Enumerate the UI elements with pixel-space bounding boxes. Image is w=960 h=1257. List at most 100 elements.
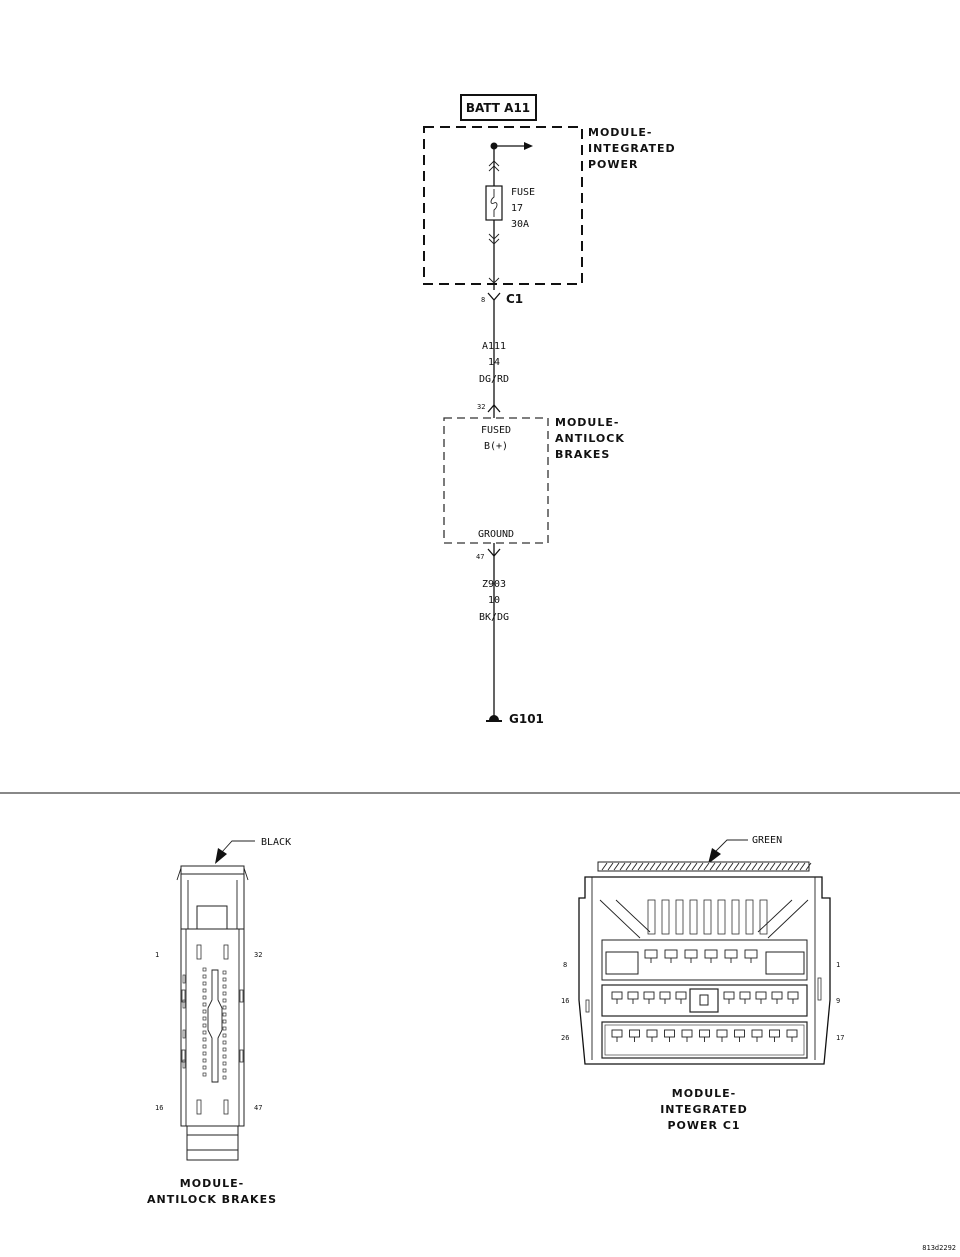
abs-connector-latch-ears xyxy=(176,867,249,881)
ipm-terminal-cavity xyxy=(716,1029,728,1038)
ipm-rib xyxy=(731,899,740,935)
ipm-row-2-center-key-slot xyxy=(699,994,709,1006)
ipm-connector-leader-arrow xyxy=(708,848,721,864)
ground-label: G101 xyxy=(509,712,544,726)
ipm-terminal-cavity xyxy=(724,949,738,959)
ipm-terminal-cavity xyxy=(787,991,799,1000)
ipm-row-2-frame xyxy=(601,984,808,1017)
abs-pin-cavity xyxy=(222,1054,227,1059)
ipm-pin-label-16: 16 xyxy=(561,997,569,1005)
ipm-terminal-cavity xyxy=(704,949,718,959)
abs-name-line-3: BRAKES xyxy=(555,448,610,461)
c1-label: C1 xyxy=(506,292,523,306)
abs-fused-line-2: B(+) xyxy=(484,441,508,452)
abs-pin-cavity xyxy=(222,1012,227,1017)
abs-pin-cavity xyxy=(182,999,186,1009)
ipm-terminal-cavity xyxy=(627,991,639,1000)
fuse-element xyxy=(490,189,498,217)
abs-pin-cavity xyxy=(202,1072,207,1077)
ipm-connector-color: GREEN xyxy=(752,835,782,846)
wire-z903-gauge: 10 xyxy=(488,595,500,606)
ipm-row-1-terminal-left xyxy=(605,951,639,975)
batt-source-label: BATT A11 xyxy=(466,101,530,115)
ipm-name-line-2: INTEGRATED xyxy=(588,142,676,155)
wire-a111-gauge: 14 xyxy=(488,357,500,368)
abs-pin-cavity xyxy=(222,1040,227,1045)
ipm-terminal-cavity xyxy=(734,1029,745,1038)
ipm-pin-label-1: 1 xyxy=(836,961,840,969)
abs-connector-color: BLACK xyxy=(261,837,291,848)
ipm-connector-name-line-1: MODULE- xyxy=(672,1087,736,1100)
ipm-side-latch-left xyxy=(585,999,590,1013)
ipm-connector-name-line-2: INTEGRATED xyxy=(660,1103,748,1116)
ipm-row-3-frame xyxy=(601,1021,808,1059)
abs-pin-cavity xyxy=(202,1044,207,1049)
ipm-pin-label-9: 9 xyxy=(836,997,840,1005)
abs-pin-cavity xyxy=(222,998,227,1003)
ipm-rib xyxy=(703,899,712,935)
abs-pin-cavity xyxy=(202,995,207,1000)
abs-pin-cavity xyxy=(182,1029,186,1039)
ipm-name-line-3: POWER xyxy=(588,158,639,171)
wire-a111-color: DG/RD xyxy=(479,374,509,385)
ground-dome xyxy=(489,715,499,720)
abs-pin-cavity xyxy=(202,1002,207,1007)
abs-cavity-corner-br xyxy=(223,1099,229,1115)
abs-pin-cavity xyxy=(202,1037,207,1042)
abs-output-pin: 47 xyxy=(476,553,484,561)
fuse-label-line-1: FUSE xyxy=(511,187,535,198)
abs-pin-cavity xyxy=(222,984,227,989)
ipm-terminal-cavity xyxy=(611,1029,623,1038)
ipm-edge-terminal xyxy=(488,277,500,284)
ipm-row-1-frame xyxy=(601,939,808,981)
abs-pin-cavity xyxy=(202,1030,207,1035)
ipm-terminal-cavity xyxy=(664,949,678,959)
abs-connector-top-latch xyxy=(180,865,245,875)
ipm-rib xyxy=(717,899,726,935)
fuse-lower-terminal xyxy=(488,233,500,245)
abs-pin-cavity xyxy=(222,1068,227,1073)
abs-pin-cavity xyxy=(222,1061,227,1066)
abs-pin-label-47: 47 xyxy=(254,1104,262,1112)
ipm-connector-shell xyxy=(578,876,831,1065)
abs-pin-cavity xyxy=(182,974,186,984)
abs-pin-cavity xyxy=(202,1009,207,1014)
c1-connector-symbol xyxy=(487,292,501,301)
abs-side-slot-1 xyxy=(181,989,186,1003)
abs-input-pin: 32 xyxy=(477,403,485,411)
ipm-connector-top-hatch xyxy=(601,862,812,871)
ipm-connector-name-line-3: POWER C1 xyxy=(667,1119,740,1132)
abs-pin-cavity xyxy=(222,1033,227,1038)
abs-pin-cavity xyxy=(202,974,207,979)
abs-module-outline xyxy=(443,417,549,544)
ipm-terminal-cavity xyxy=(699,1029,710,1038)
abs-side-slot-2 xyxy=(181,1049,186,1063)
ipm-connector-view: GREEN 8 1 16 9 26 17 xyxy=(561,835,844,1132)
ipm-connector-diagonal-l xyxy=(599,899,651,939)
fuse-label-line-3: 30A xyxy=(511,219,529,230)
wire-a111-circuit: A111 xyxy=(482,341,506,352)
ipm-terminal-cavity xyxy=(684,949,698,959)
ipm-connector-top-bar xyxy=(597,861,810,872)
abs-side-slot-3 xyxy=(239,989,244,1003)
ipm-side-latch-right xyxy=(817,977,822,1001)
abs-connector-key xyxy=(196,905,228,930)
abs-pin-label-1: 1 xyxy=(155,951,159,959)
abs-pin-cavity xyxy=(202,1058,207,1063)
ipm-pin-label-26: 26 xyxy=(561,1034,569,1042)
ipm-terminal-cavity xyxy=(659,991,671,1000)
ipm-terminal-cavity xyxy=(751,1029,763,1038)
abs-connector-name-line-1: MODULE- xyxy=(180,1177,244,1190)
ipm-connector-leader xyxy=(715,839,748,852)
ipm-connector-diagonal-r xyxy=(757,899,809,939)
abs-pin-label-32: 32 xyxy=(254,951,262,959)
ipm-rib xyxy=(647,899,656,935)
ipm-pin-label-8: 8 xyxy=(563,961,567,969)
abs-pin-cavity xyxy=(222,991,227,996)
c1-pin-number: 8 xyxy=(481,296,485,304)
abs-pin-cavity xyxy=(202,1065,207,1070)
ipm-terminal-cavity xyxy=(644,949,658,959)
abs-pin-cavity xyxy=(222,1019,227,1024)
abs-pin-cavity xyxy=(202,1023,207,1028)
